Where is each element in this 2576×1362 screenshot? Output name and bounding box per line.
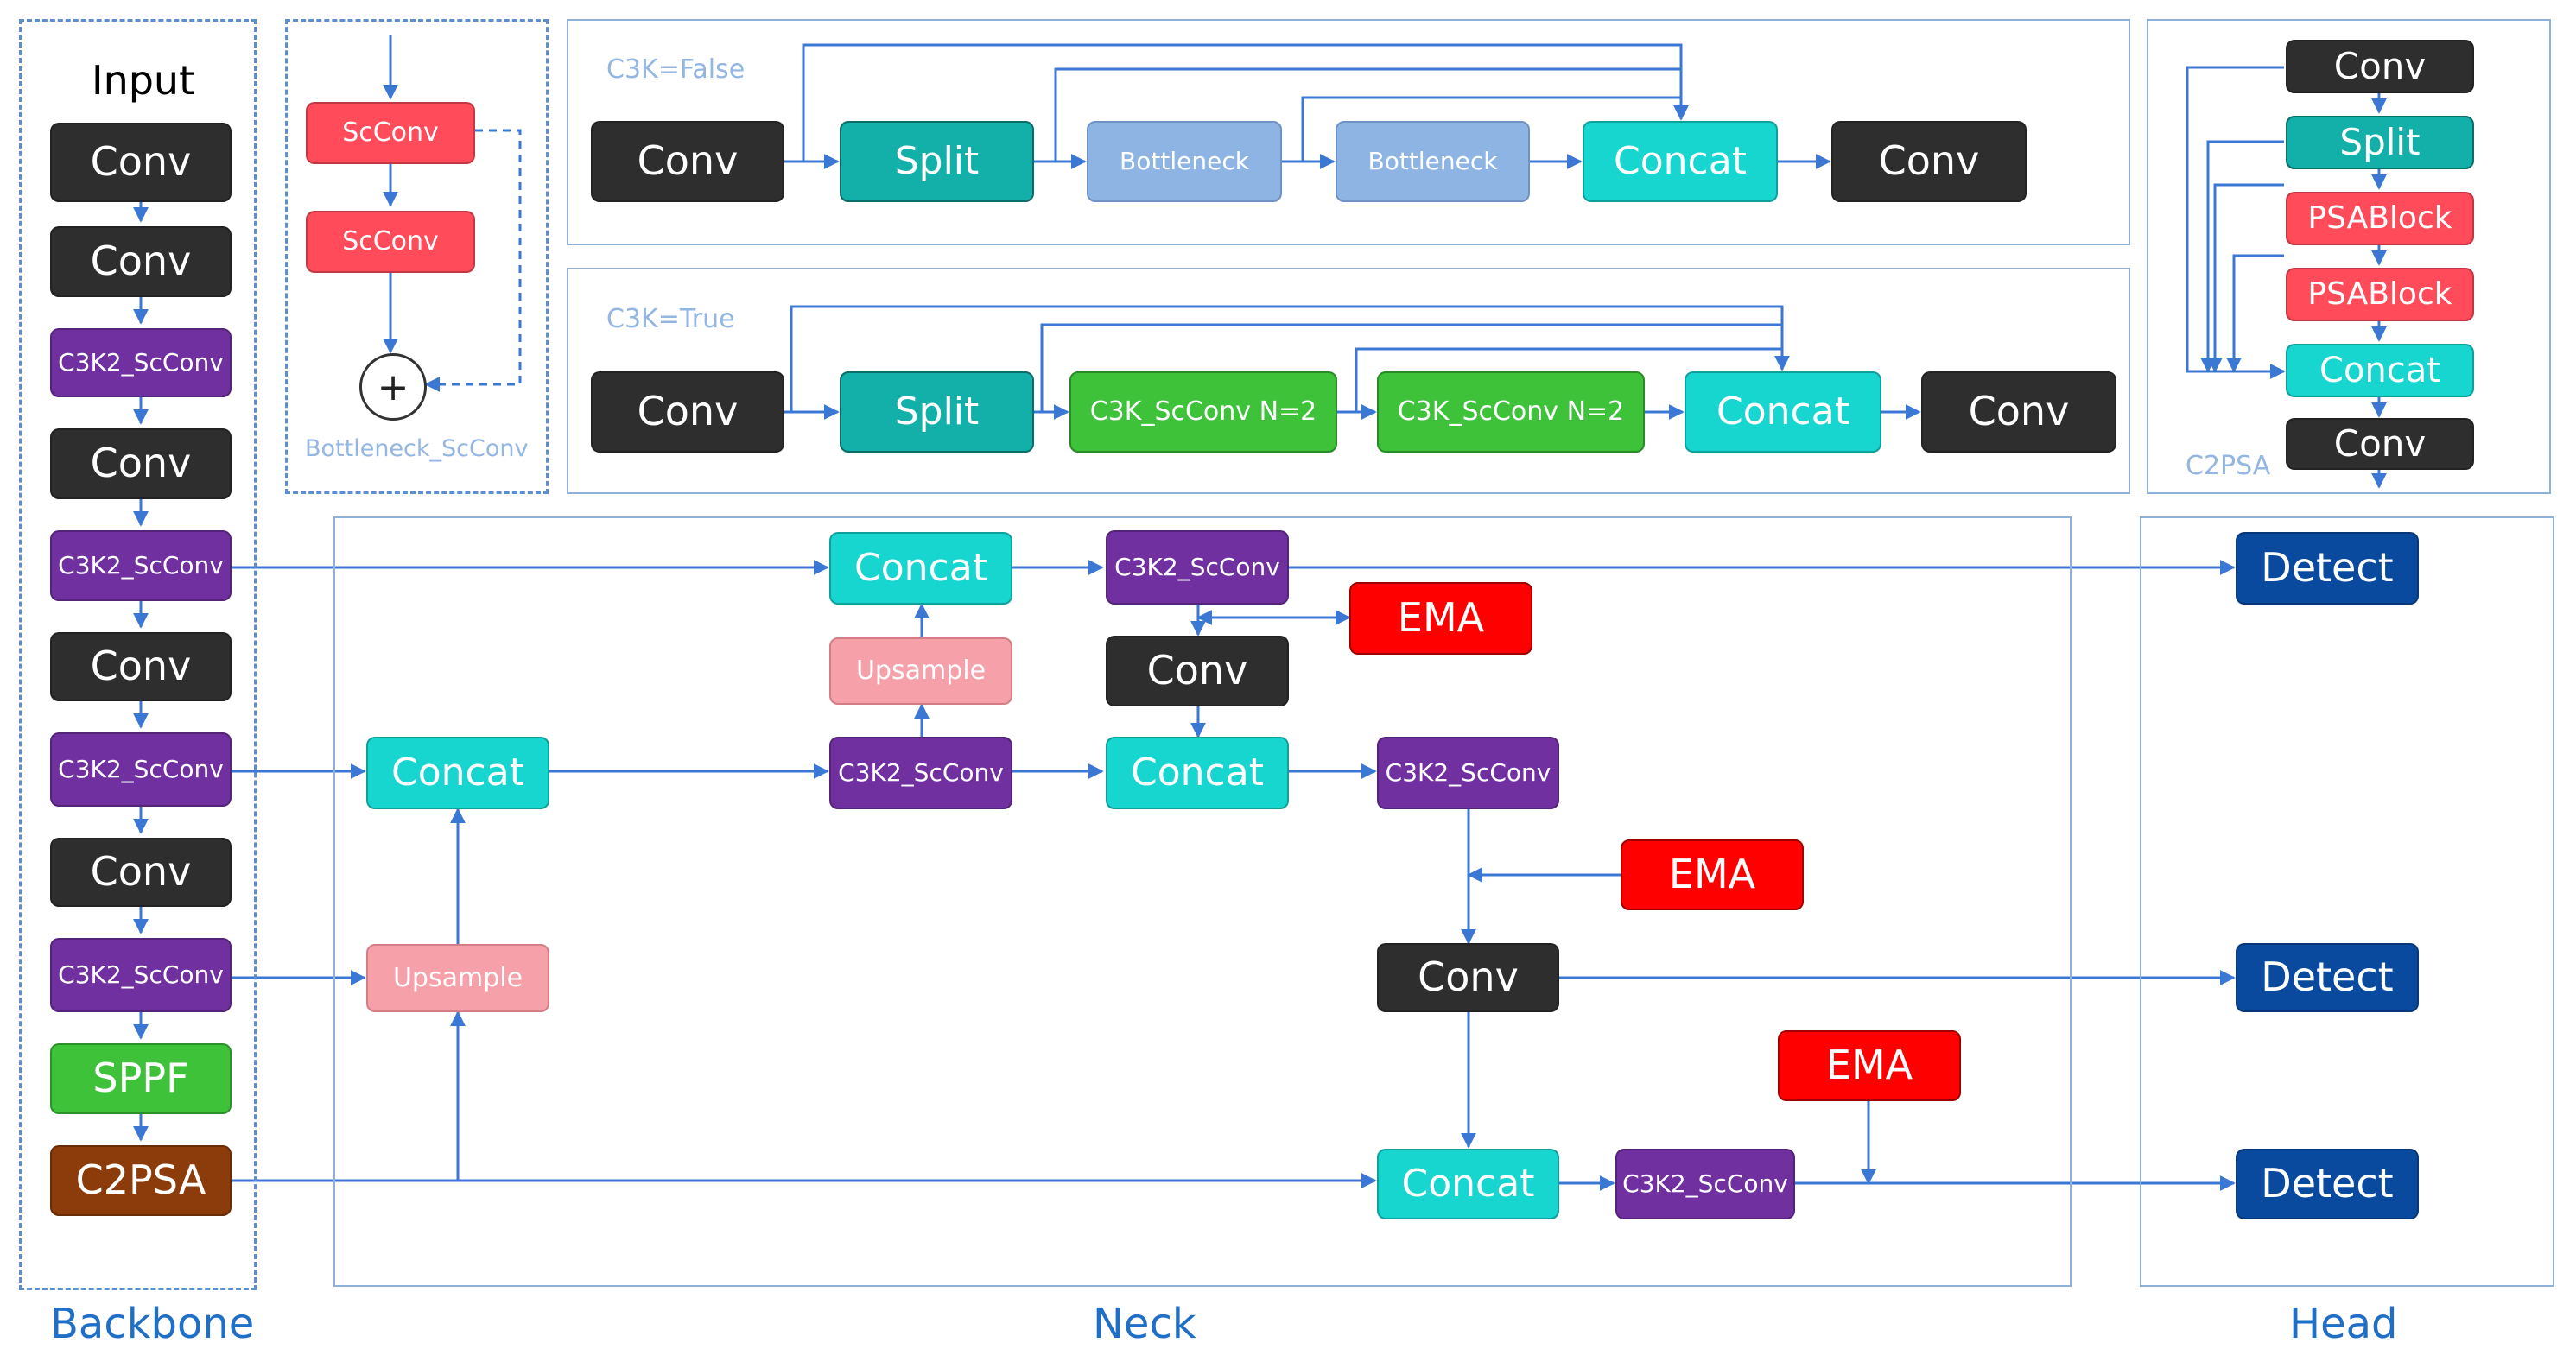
neck-concat-1: Concat: [366, 737, 549, 809]
c3k-true-split: Split: [840, 371, 1034, 453]
backbone-c3k2-scconv-4: C3K2_ScConv: [50, 938, 232, 1012]
head-detect-3: Detect: [2236, 1149, 2419, 1219]
head-detect-2: Detect: [2236, 943, 2419, 1012]
backbone-conv-4: Conv: [50, 632, 232, 701]
neck-c3k2-scconv-4: C3K2_ScConv: [1615, 1149, 1795, 1219]
c3k-true-conv-out: Conv: [1921, 371, 2116, 453]
backbone-sppf: SPPF: [50, 1043, 232, 1114]
backbone-c2psa: C2PSA: [50, 1145, 232, 1216]
bottleneck-scconv-label: Bottleneck_ScConv: [305, 435, 529, 462]
add-node-icon: +: [359, 353, 427, 421]
c3k-false-bottleneck-2: Bottleneck: [1336, 121, 1530, 202]
neck-frame: [333, 516, 2072, 1287]
neck-concat-2: Concat: [829, 532, 1012, 605]
neck-ema-2: EMA: [1621, 839, 1804, 910]
c3k-false-concat: Concat: [1583, 121, 1778, 202]
c3k-false-conv-in: Conv: [591, 121, 784, 202]
head-label: Head: [2289, 1300, 2398, 1348]
c3k-true-conv-in: Conv: [591, 371, 784, 453]
c3k-false-split: Split: [840, 121, 1034, 202]
c3k-false-bottleneck-1: Bottleneck: [1087, 121, 1282, 202]
backbone-conv-2: Conv: [50, 226, 232, 297]
backbone-frame: [19, 19, 257, 1290]
neck-ema-1: EMA: [1349, 582, 1532, 655]
c2psa-conv-out: Conv: [2286, 418, 2474, 470]
neck-c3k2-scconv-1: C3K2_ScConv: [829, 737, 1012, 809]
backbone-conv-5: Conv: [50, 838, 232, 907]
bottleneck-scconv-frame: [285, 19, 549, 494]
neck-upsample-2: Upsample: [829, 637, 1012, 705]
c2psa-split: Split: [2286, 116, 2474, 169]
head-detect-1: Detect: [2236, 532, 2419, 605]
neck-upsample-1: Upsample: [366, 944, 549, 1012]
head-frame: [2140, 516, 2554, 1287]
neck-conv-2: Conv: [1377, 943, 1559, 1012]
backbone-c3k2-scconv-1: C3K2_ScConv: [50, 328, 232, 397]
c2psa-concat: Concat: [2286, 344, 2474, 397]
input-label: Input: [92, 57, 195, 104]
c2psa-caption: C2PSA: [2186, 451, 2271, 481]
backbone-c3k2-scconv-2: C3K2_ScConv: [50, 530, 232, 601]
neck-c3k2-scconv-3: C3K2_ScConv: [1377, 737, 1559, 809]
neck-ema-3: EMA: [1778, 1030, 1961, 1101]
neck-conv-1: Conv: [1106, 636, 1289, 706]
c3k-false-label: C3K=False: [606, 54, 746, 85]
detail-scconv-2: ScConv: [306, 211, 475, 273]
c2psa-conv-in: Conv: [2286, 40, 2474, 93]
c2psa-psablock-1: PSABlock: [2286, 192, 2474, 245]
neck-concat-3: Concat: [1106, 737, 1289, 809]
neck-concat-4: Concat: [1377, 1149, 1559, 1219]
c3k-true-label: C3K=True: [606, 304, 735, 334]
c3k-true-frame: [567, 268, 2130, 494]
detail-scconv-1: ScConv: [306, 102, 475, 164]
neck-c3k2-scconv-2: C3K2_ScConv: [1106, 530, 1289, 605]
c3k-true-c3k-scconv-1: C3K_ScConv N=2: [1069, 371, 1337, 453]
backbone-conv-1: Conv: [50, 123, 232, 202]
backbone-label: Backbone: [50, 1300, 255, 1348]
c2psa-psablock-2: PSABlock: [2286, 268, 2474, 321]
neck-label: Neck: [1093, 1300, 1196, 1348]
c3k-true-c3k-scconv-2: C3K_ScConv N=2: [1377, 371, 1645, 453]
backbone-conv-3: Conv: [50, 428, 232, 499]
c2psa-frame: [2147, 19, 2551, 494]
c3k-true-concat: Concat: [1685, 371, 1881, 453]
c3k-false-frame: [567, 19, 2130, 245]
backbone-c3k2-scconv-3: C3K2_ScConv: [50, 732, 232, 807]
c3k-false-conv-out: Conv: [1831, 121, 2027, 202]
